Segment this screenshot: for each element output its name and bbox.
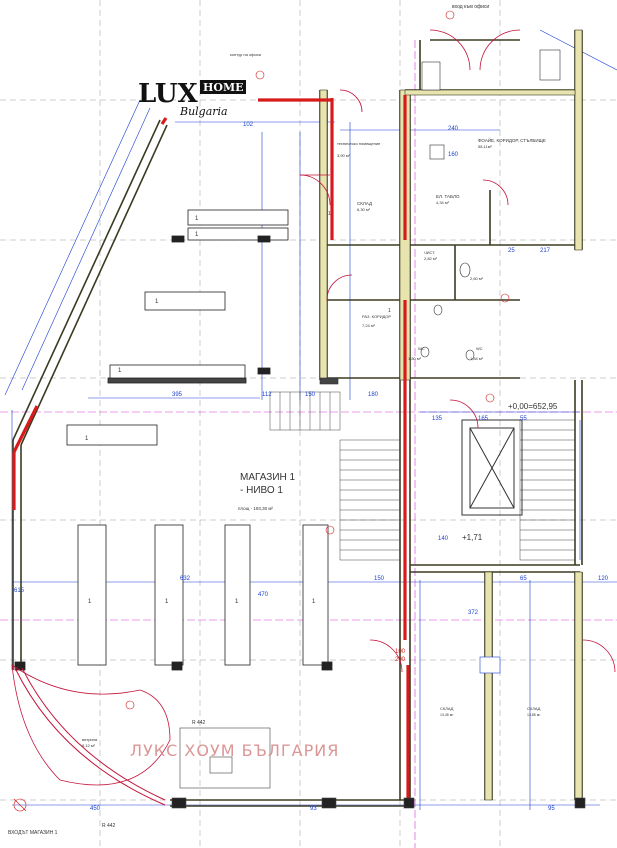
entrance-shop-label: ВХОДЪТ МАГАЗИН 1 bbox=[8, 830, 58, 836]
storage1-area: 6,30 м² bbox=[357, 207, 371, 212]
clean-label: ЧИСТ. bbox=[424, 250, 435, 255]
dim-label: 150 bbox=[305, 392, 316, 398]
dim-label: 632 bbox=[180, 576, 191, 582]
fixture-number: 1 bbox=[165, 599, 169, 605]
dim-label: 240 bbox=[448, 126, 459, 132]
fixture-number: 1 bbox=[328, 211, 331, 217]
fixture-number: 1 bbox=[195, 216, 199, 222]
vitrine-area: 8,12 м² bbox=[82, 743, 96, 748]
shop-area: площ - 193,30 м² bbox=[238, 506, 273, 511]
foyer-area: 58,11м² bbox=[478, 144, 492, 149]
clean-area: 2,82 м² bbox=[424, 256, 438, 261]
logo-tagline: Bulgaria bbox=[179, 105, 228, 118]
level-mark: +0,00=652,95 bbox=[508, 402, 558, 411]
wc3-label: WC bbox=[476, 346, 483, 351]
dim-label: 102 bbox=[243, 122, 254, 128]
dim-label: 150 bbox=[374, 576, 385, 582]
staircase bbox=[269, 391, 576, 561]
dim-label: 395 bbox=[172, 392, 183, 398]
dim-label: 135 bbox=[432, 416, 443, 422]
section-markers bbox=[13, 10, 510, 812]
dim-label: 160 bbox=[448, 152, 459, 158]
storage2-label: СКЛАД bbox=[440, 706, 454, 711]
dim-label: 95 bbox=[548, 806, 555, 812]
level-mark-2: +1,71 bbox=[462, 533, 483, 542]
brand-logo: LUX HOME Bulgaria bbox=[138, 79, 246, 118]
elevator-shaft bbox=[461, 419, 523, 516]
fixture-number: 1 bbox=[118, 368, 122, 374]
new-walls-red bbox=[12, 95, 410, 800]
storage3-label: СКЛАД bbox=[527, 706, 541, 711]
fixture-number: 1 bbox=[235, 599, 239, 605]
dim-label: 217 bbox=[540, 248, 551, 254]
radius-label-1: R 442 bbox=[192, 720, 206, 726]
corridor-label: контур на офиси bbox=[230, 52, 261, 57]
dim-label: 450 bbox=[90, 806, 101, 812]
dim-label: 615 bbox=[14, 588, 25, 594]
fixture-number: 1 bbox=[195, 232, 199, 238]
door-swings bbox=[11, 29, 616, 786]
vitrine-label: витрина bbox=[82, 737, 98, 742]
lobby-label: РАЗ. КОРИДОР bbox=[362, 314, 391, 319]
watermark: ЛУКС ХОУМ БЪЛГАРИЯ bbox=[130, 741, 339, 760]
fixture-number: 1 bbox=[88, 599, 92, 605]
tech-room-label: техническо помещение bbox=[337, 141, 381, 146]
lobby-area: 7,24 м² bbox=[362, 323, 376, 328]
el-panel-label: ЕЛ. ТАБЛО bbox=[436, 194, 460, 199]
shelving-units bbox=[14, 209, 333, 671]
storage3-area: 13,85 м² bbox=[527, 713, 541, 717]
storage2-area: 13,45 м² bbox=[440, 713, 454, 717]
dim-label: 55 bbox=[520, 416, 527, 422]
tech-room-area: 3,90 м² bbox=[337, 153, 351, 158]
furniture bbox=[171, 727, 586, 809]
shop-level: - НИВО 1 bbox=[240, 485, 283, 496]
wc2-label: WC bbox=[418, 346, 425, 351]
fixture-number: 1 bbox=[388, 308, 391, 314]
logo-lux: LUX bbox=[138, 79, 199, 109]
dim-label: 25 bbox=[508, 248, 515, 254]
dim-label: 180 bbox=[368, 392, 379, 398]
entrance-top-label: вход към офиси bbox=[452, 4, 489, 10]
dim-label: 470 bbox=[258, 592, 269, 598]
logo-home: HOME bbox=[203, 81, 244, 94]
dim-label: 120 bbox=[598, 576, 609, 582]
fixture-number: 1 bbox=[85, 436, 89, 442]
wc2-area: 1,80 м² bbox=[408, 356, 422, 361]
walls bbox=[12, 30, 583, 807]
dim-label: 112 bbox=[262, 392, 272, 398]
wc1-area: 2,60 м² bbox=[470, 276, 484, 281]
fixture-number: 1 bbox=[155, 299, 159, 305]
dim-label: 165 bbox=[478, 416, 489, 422]
dim-label: 372 bbox=[468, 610, 479, 616]
dim-label: 65 bbox=[520, 576, 527, 582]
shop-title: МАГАЗИН 1 bbox=[240, 472, 296, 483]
wc3-area: 1,84 м² bbox=[470, 356, 484, 361]
dim-label: 140 bbox=[438, 536, 449, 542]
radius-label-2: R 442 bbox=[102, 823, 116, 829]
dim-label: 100 bbox=[395, 649, 406, 655]
el-panel-area: 4,34 м² bbox=[436, 200, 450, 205]
curved-vitrine bbox=[14, 667, 166, 806]
fixture-number: 1 bbox=[312, 599, 316, 605]
dimension-lines bbox=[4, 29, 617, 810]
dim-label: 200 bbox=[395, 657, 406, 663]
foyer-label: ФОАЙЕ, КОРИДОР, СТЪЛБИЩЕ bbox=[478, 136, 546, 143]
storage1-label: СКЛАД bbox=[357, 201, 372, 206]
plumbing-fixtures bbox=[319, 49, 561, 674]
dim-label: 93 bbox=[310, 806, 317, 812]
